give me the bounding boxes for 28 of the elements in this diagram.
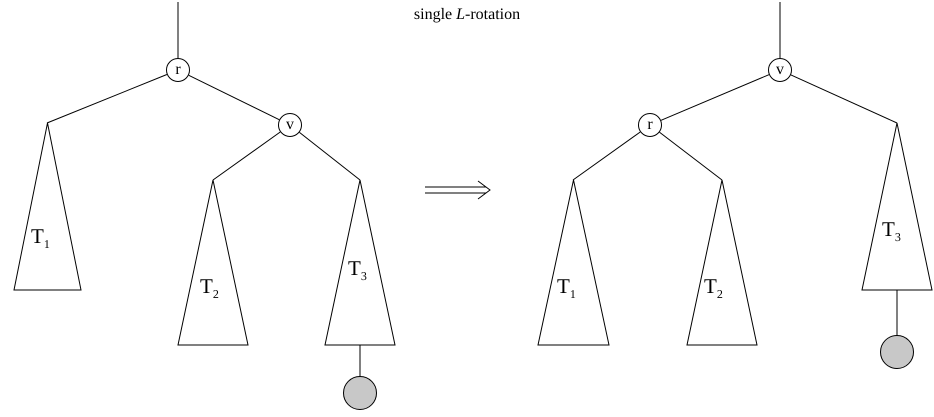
subtree-label: T$_{3}$ — [882, 219, 901, 244]
tree-node-circle: r — [638, 113, 662, 137]
tree-node-circle: v — [768, 58, 792, 82]
leaf-circle — [880, 335, 914, 369]
subtree-triangle — [325, 180, 395, 345]
tree-node-circle: v — [278, 113, 302, 137]
tree-edge — [660, 74, 770, 121]
subtree-triangle — [687, 180, 757, 345]
tree-edge — [298, 132, 360, 180]
tree-edge — [790, 74, 898, 124]
subtree-label: T$_{1}$ — [557, 276, 576, 300]
tree-edge — [212, 131, 281, 180]
subtree-triangle — [538, 180, 608, 345]
tree-edge — [188, 74, 280, 120]
subtree-triangle — [862, 123, 932, 290]
subtree-label: T$_{2}$ — [704, 276, 723, 300]
tree-node-circle: r — [166, 58, 190, 82]
subtree-label: T$_{2}$ — [200, 276, 219, 300]
subtree-triangle — [178, 180, 248, 345]
diagram-title: single L-rotation — [412, 6, 522, 24]
tree-edge — [659, 132, 722, 180]
tree-edge — [896, 290, 898, 336]
subtree-label: T$_{3}$ — [348, 258, 367, 282]
subtree-label: T$_{1}$ — [31, 226, 50, 250]
subtree-triangle — [14, 123, 80, 290]
tree-edge — [572, 131, 641, 180]
leaf-circle — [343, 376, 377, 410]
tree-edge — [46, 74, 168, 124]
